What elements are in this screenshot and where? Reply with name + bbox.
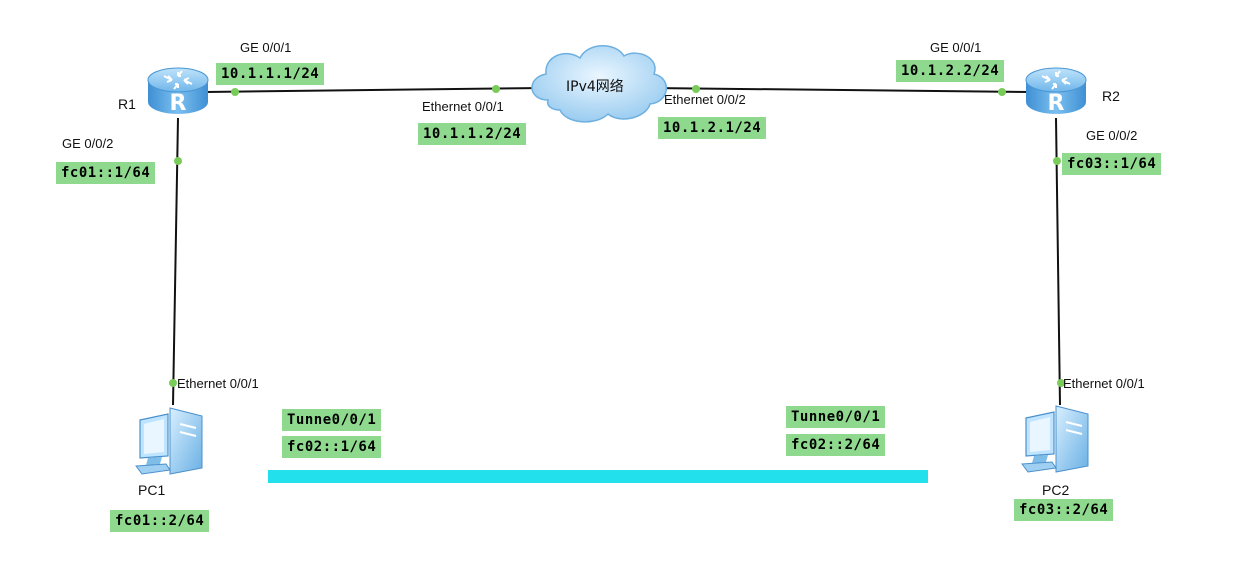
interface-label-pc2-eth001: Ethernet 0/0/1 bbox=[1063, 376, 1145, 391]
device-label-r2: R2 bbox=[1102, 88, 1120, 104]
address-label-r1-ge001: 10.1.1.1/24 bbox=[216, 63, 325, 85]
port-dot-cloud-eth001 bbox=[492, 85, 500, 93]
address-label-pc1-eth001: fc01::2/64 bbox=[110, 510, 210, 532]
interface-label-cloud-eth002: Ethernet 0/0/2 bbox=[664, 92, 746, 107]
tunnel-bar bbox=[268, 470, 928, 483]
address-label-r2-ge002: fc03::1/64 bbox=[1062, 153, 1162, 175]
port-dot-cloud-eth002 bbox=[692, 85, 700, 93]
cloud-icon[interactable] bbox=[531, 45, 667, 123]
link-cloud-r2 bbox=[649, 87, 1031, 93]
address-label-cloud-eth002: 10.1.2.1/24 bbox=[658, 117, 767, 139]
link-r1-pc1 bbox=[172, 117, 179, 406]
device-label-pc1: PC1 bbox=[138, 482, 166, 498]
tunnel-left-address: fc02::1/64 bbox=[282, 436, 382, 458]
interface-label-pc1-eth001: Ethernet 0/0/1 bbox=[177, 376, 259, 391]
interface-label-r1-ge002: GE 0/0/2 bbox=[62, 136, 114, 151]
pc-icon[interactable] bbox=[135, 407, 203, 475]
svg-text:R: R bbox=[1048, 91, 1065, 116]
port-dot-pc1-eth001 bbox=[169, 379, 177, 387]
tunnel-right-name: Tunne0/0/1 bbox=[786, 406, 886, 428]
device-label-pc2: PC2 bbox=[1042, 482, 1070, 498]
port-dot-r2-ge001 bbox=[998, 88, 1006, 96]
link-r2-pc2 bbox=[1055, 117, 1061, 406]
cloud-label: IPv4网络 bbox=[566, 79, 624, 95]
port-dot-r1-ge002 bbox=[174, 157, 182, 165]
address-label-pc2-eth001: fc03::2/64 bbox=[1014, 499, 1114, 521]
pc-icon[interactable] bbox=[1021, 405, 1089, 473]
tunnel-left-name: Tunne0/0/1 bbox=[282, 409, 382, 431]
port-dot-pc2-eth001 bbox=[1057, 379, 1065, 387]
port-dot-r1-ge001 bbox=[231, 88, 239, 96]
port-dot-r2-ge002 bbox=[1053, 157, 1061, 165]
device-label-r1: R1 bbox=[118, 96, 136, 112]
address-label-r1-ge002: fc01::1/64 bbox=[56, 162, 156, 184]
router-icon[interactable]: R bbox=[147, 67, 209, 116]
address-label-cloud-eth001: 10.1.1.2/24 bbox=[418, 123, 527, 145]
router-icon[interactable]: R bbox=[1025, 67, 1087, 116]
link-r1-cloud bbox=[205, 87, 546, 93]
address-label-r2-ge001: 10.1.2.2/24 bbox=[896, 60, 1005, 82]
interface-label-r2-ge001: GE 0/0/1 bbox=[930, 40, 982, 55]
interface-label-r1-ge001: GE 0/0/1 bbox=[240, 40, 292, 55]
port-dots bbox=[169, 85, 1065, 387]
svg-text:R: R bbox=[170, 91, 187, 116]
interface-label-cloud-eth001: Ethernet 0/0/1 bbox=[422, 99, 504, 114]
interface-label-r2-ge002: GE 0/0/2 bbox=[1086, 128, 1138, 143]
tunnel-right-address: fc02::2/64 bbox=[786, 434, 886, 456]
links bbox=[172, 87, 1061, 406]
